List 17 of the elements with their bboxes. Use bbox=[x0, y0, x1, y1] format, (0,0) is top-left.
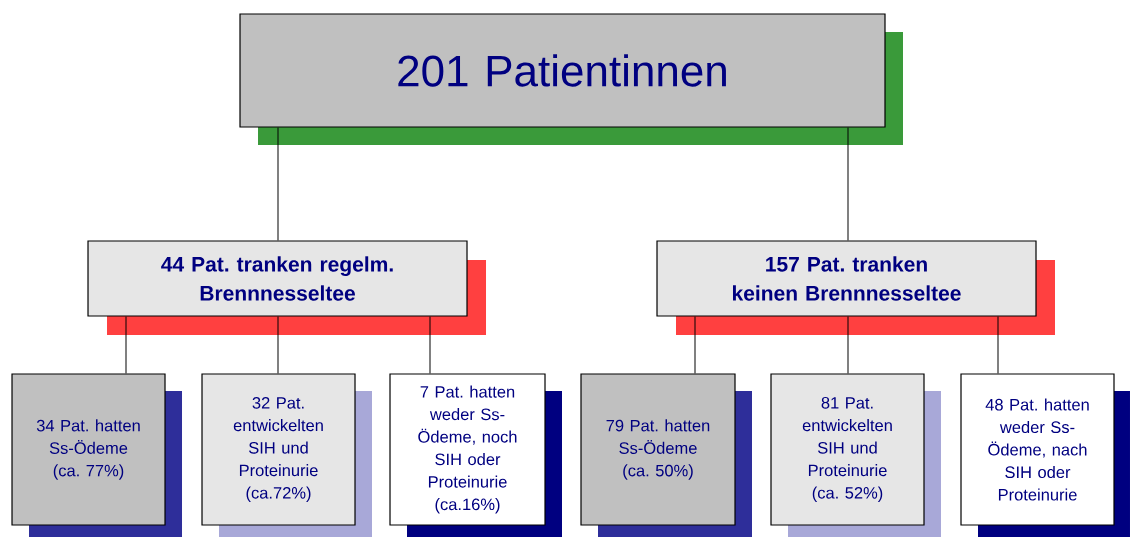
category-box: 157 Pat. tranken keinen Brennnesseltee bbox=[656, 240, 1055, 335]
connector-line bbox=[429, 316, 431, 374]
result-box: 34 Pat. hatten Ss-Ödeme (ca. 77%) bbox=[11, 373, 182, 537]
title-box: 201 Patientinnen bbox=[239, 13, 903, 145]
connector-line bbox=[997, 316, 999, 374]
result-box: 81 Pat. entwickelten SIH und Proteinurie (ca. 52%) bbox=[770, 373, 941, 537]
connector-line bbox=[847, 316, 849, 374]
connector-line bbox=[277, 316, 279, 374]
result-box: 48 Pat. hatten weder Ss- Ödeme, nach SIH oder Proteinurie bbox=[960, 373, 1130, 537]
category-box: 44 Pat. tranken regelm. Brennnesseltee bbox=[87, 240, 486, 335]
connector-line bbox=[694, 316, 696, 374]
connector-line bbox=[277, 127, 279, 241]
result-box: 79 Pat. hatten Ss-Ödeme (ca. 50%) bbox=[580, 373, 752, 537]
result-box: 7 Pat. hatten weder Ss- Ödeme, noch SIH oder Proteinurie (ca.16%) bbox=[389, 373, 562, 537]
result-box: 32 Pat. entwickelten SIH und Proteinurie (ca.72%) bbox=[201, 373, 372, 537]
connector-line bbox=[847, 127, 849, 241]
connector-line bbox=[125, 316, 127, 374]
